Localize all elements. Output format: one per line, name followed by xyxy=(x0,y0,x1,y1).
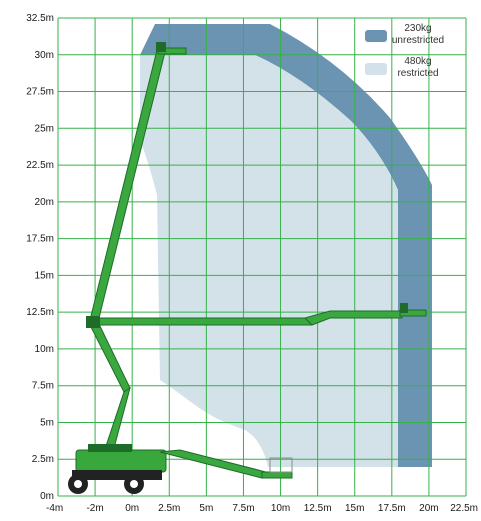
machine-chassis xyxy=(75,449,167,473)
envelope-zones xyxy=(140,24,432,467)
horizontal-boom xyxy=(91,317,313,326)
y-tick-label: 12.5m xyxy=(26,307,54,318)
x-tick-label: 15m xyxy=(345,503,364,514)
x-tick-label: 12.5m xyxy=(304,503,332,514)
x-tick-label: 10m xyxy=(271,503,290,514)
y-tick-label: 17.5m xyxy=(26,234,54,245)
wheel-front-hub xyxy=(74,480,82,488)
machine-base xyxy=(72,470,162,480)
lower-arm-lower xyxy=(105,386,131,449)
y-tick-label: 0m xyxy=(40,491,54,502)
y-tick-label: 22.5m xyxy=(26,160,54,171)
y-tick-label: 2.5m xyxy=(32,454,54,465)
legend-label-restricted-line1: 480kg xyxy=(404,56,431,67)
legend-swatch-restricted xyxy=(365,63,387,75)
aerial-lift-machine xyxy=(68,42,427,494)
y-tick-label: 10m xyxy=(35,344,54,355)
x-tick-label: 5m xyxy=(199,503,213,514)
y-tick-label: 15m xyxy=(35,270,54,281)
horizontal-boom-extension xyxy=(304,310,403,326)
legend: 230kg unrestricted 480kg restricted xyxy=(365,23,444,79)
low-platform-rail xyxy=(269,457,293,473)
legend-swatch-unrestricted xyxy=(365,30,387,42)
low-platform xyxy=(261,471,293,479)
low-boom xyxy=(159,449,267,479)
top-platform-head xyxy=(156,42,166,52)
restricted-zone-480kg xyxy=(140,55,398,467)
y-tick-label: 7.5m xyxy=(32,381,54,392)
y-tick-label: 25m xyxy=(35,123,54,134)
y-tick-label: 5m xyxy=(40,417,54,428)
x-tick-label: 2.5m xyxy=(158,503,180,514)
y-tick-label: 20m xyxy=(35,197,54,208)
y-tick-label: 27.5m xyxy=(26,87,54,98)
x-tick-label: -4m xyxy=(46,503,63,514)
y-tick-label: 32.5m xyxy=(26,13,54,24)
x-tick-label: 17.5m xyxy=(378,503,406,514)
side-platform-head xyxy=(400,303,408,313)
x-tick-label: 22.5m xyxy=(450,503,478,514)
x-tick-label: 20m xyxy=(419,503,438,514)
legend-label-unrestricted-line1: 230kg xyxy=(404,23,431,34)
y-tick-label: 30m xyxy=(35,50,54,61)
lower-arm-upper xyxy=(89,321,131,393)
x-tick-label: 0m xyxy=(125,503,139,514)
machine-cab xyxy=(88,444,132,452)
wheel-rear-hub xyxy=(130,480,138,488)
x-tick-label: -2m xyxy=(86,503,103,514)
pivot-joint xyxy=(86,316,100,328)
y-axis-tick-labels: 0m 2.5m 5m 7.5m 10m 12.5m 15m 17.5m 20m 22.5m 25m 2… xyxy=(26,13,54,502)
legend-label-unrestricted-line2: unrestricted xyxy=(392,35,444,46)
legend-label-restricted-line2: restricted xyxy=(397,68,438,79)
x-axis-tick-labels: -4m -2m 0m 2.5m 5m 7.5m 10m 12.5m 15m 17.5m 20m 22.… xyxy=(46,503,478,514)
x-tick-label: 7.5m xyxy=(232,503,254,514)
